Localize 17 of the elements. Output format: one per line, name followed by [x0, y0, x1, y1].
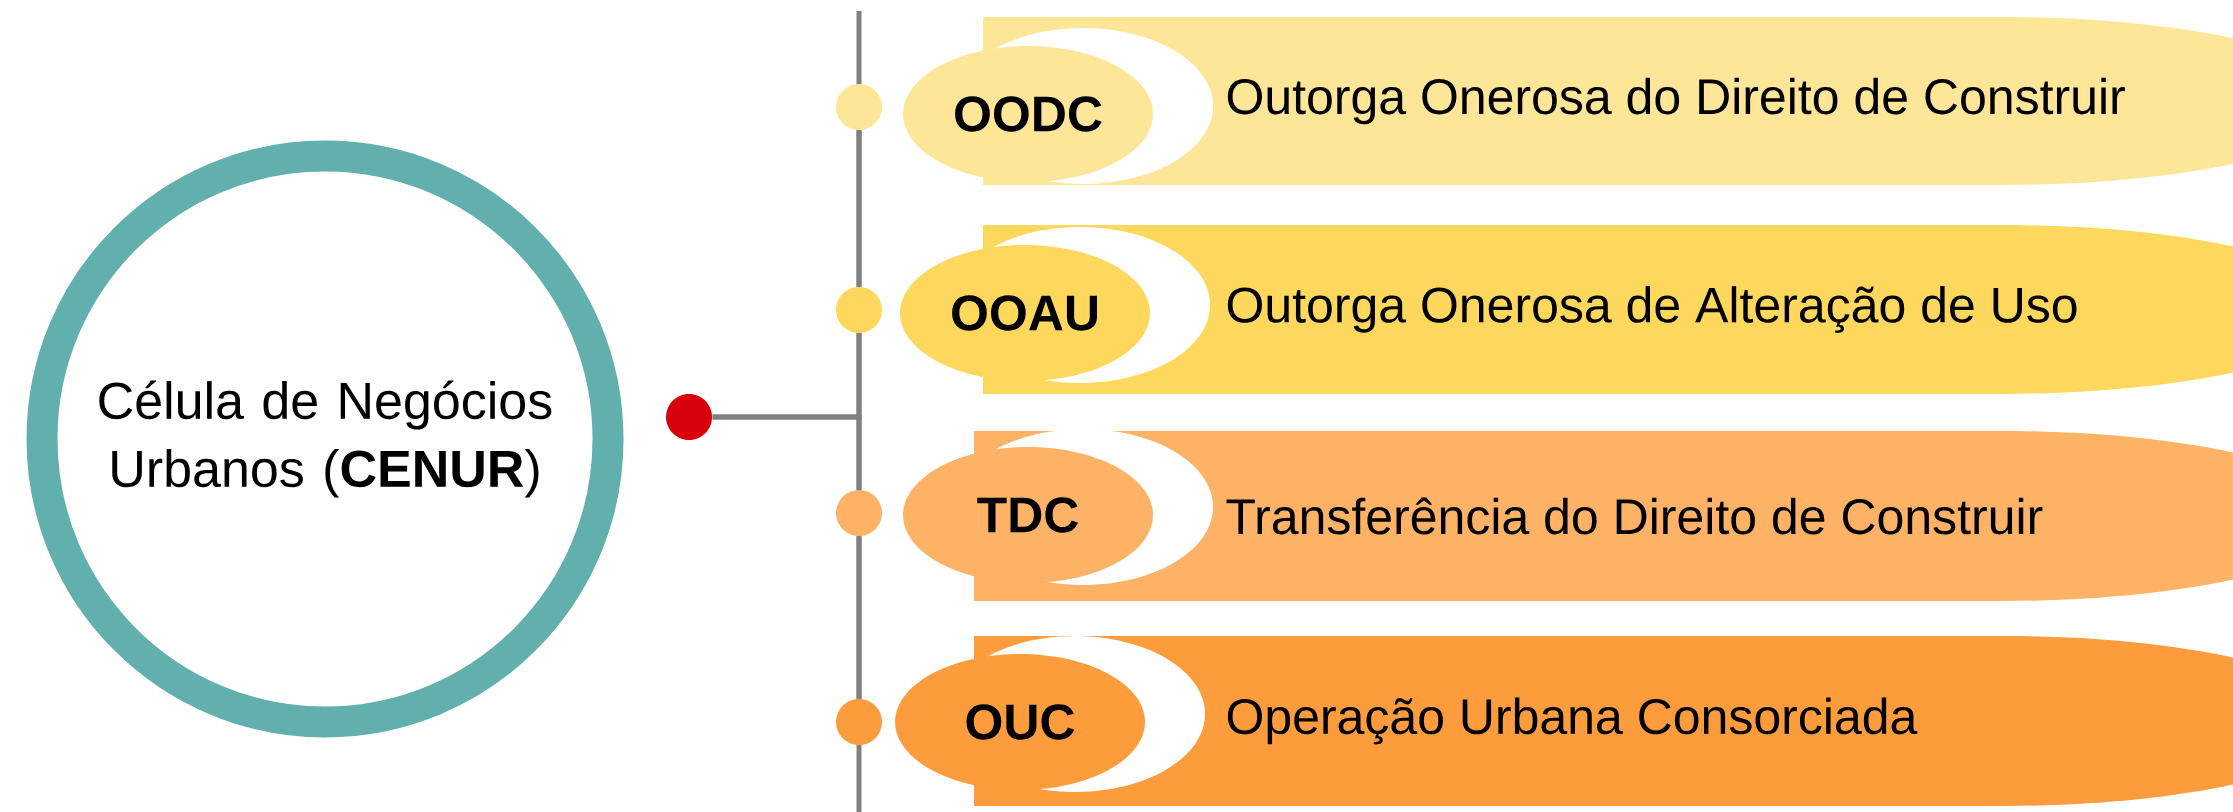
circle-node: Célula de Negócios Urbanos (CENUR): [26, 140, 624, 738]
node-label: Outorga Onerosa do Direito de Construir: [1227, 77, 2125, 125]
connector-line: [856, 130, 862, 287]
dot: [836, 287, 882, 333]
dot: [836, 490, 882, 536]
node-label: Outorga Onerosa de Alteração de Uso: [1227, 286, 2077, 333]
node-label: Operação Urbana Consorciada: [1227, 697, 1918, 745]
dot: [836, 699, 882, 745]
ellipse-label: OOAU: [900, 227, 1210, 383]
dot: [666, 394, 712, 440]
ellipse-label: OODC: [903, 28, 1213, 184]
ellipse-label: OUC: [895, 636, 1205, 792]
node-label: Transferência do Direito de Construir: [1226, 497, 2043, 535]
ellipse-label: TDC: [903, 429, 1213, 585]
dot: [836, 84, 882, 130]
connector-line: [712, 414, 862, 490]
connector-line: [856, 536, 862, 699]
